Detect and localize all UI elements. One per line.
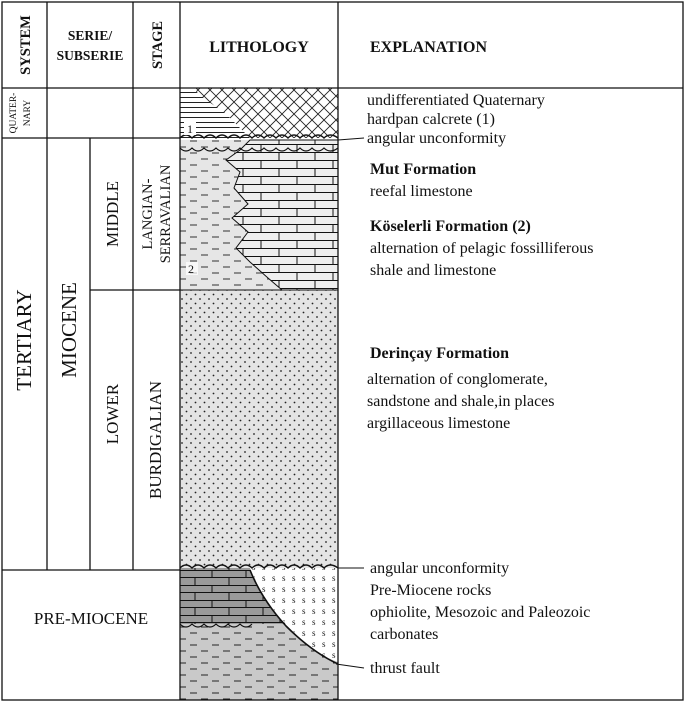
expl-pre-miocene-1: Pre-Miocene rocks <box>370 582 491 599</box>
header-lithology: LITHOLOGY <box>209 39 309 56</box>
ophiolite-fill <box>250 568 338 662</box>
header-system: SYSTEM <box>18 15 34 75</box>
label-burdigalian: BURDIGALIAN <box>146 381 165 499</box>
expl-quaternary-2: hardpan calcrete (1) <box>367 111 495 128</box>
expl-pre-miocene-3: carbonates <box>370 626 438 643</box>
expl-koselerli-desc2: shale and limestone <box>370 262 496 279</box>
expl-pre-miocene-2: ophiolite, Mesozoic and Paleozoic <box>370 604 590 621</box>
unconformity-line-bottom <box>179 564 339 569</box>
expl-koselerli-desc1: alternation of pelagic fossilliferous <box>370 240 593 257</box>
unconformity-line-top <box>179 134 339 139</box>
hardpan-calcrete-fill <box>180 88 250 138</box>
lithology-column <box>180 88 338 700</box>
expl-derincay-title: Derinçay Formation <box>370 345 509 362</box>
expl-mut-title: Mut Formation <box>370 161 476 178</box>
unit-marker-1: 1 <box>187 122 193 136</box>
expl-thrust-fault: thrust fault <box>370 660 440 677</box>
leader-thrust-fault <box>335 663 365 669</box>
expl-derincay-desc1: alternation of conglomerate, <box>367 371 548 388</box>
label-miocene: MIOCENE <box>57 282 81 378</box>
header-serie-line1: SERIE/ <box>68 28 113 43</box>
header-stage: STAGE <box>150 21 166 69</box>
derincay-formation-fill <box>180 290 338 568</box>
unit-marker-2: 2 <box>188 262 194 276</box>
expl-mut-desc: reefal limestone <box>370 183 473 200</box>
label-quaternary-line1: QUATER- <box>9 93 19 134</box>
expl-unconformity-top: angular unconformity <box>367 130 506 147</box>
expl-derincay-desc3: argillaceous limestone <box>367 415 510 432</box>
header-serie-line2: SUBSERIE <box>57 48 124 63</box>
formation-boundary-top <box>179 147 339 152</box>
label-tertiary: TERTIARY <box>12 289 36 390</box>
label-langian-line1: LANGIAN- <box>140 178 156 249</box>
label-middle: MIDDLE <box>103 181 122 247</box>
label-langian-line2: SERRAVALIAN <box>158 164 174 263</box>
expl-quaternary-1: undifferentiated Quaternary <box>367 92 545 109</box>
header-explanation: EXPLANATION <box>370 39 487 56</box>
unconformity-line-pre <box>179 623 253 628</box>
thrust-fault-line <box>249 569 338 665</box>
expl-unconformity-bottom: angular unconformity <box>370 560 509 577</box>
label-pre-miocene: PRE-MIOCENE <box>34 609 148 628</box>
expl-koselerli-title: Köselerli Formation (2) <box>370 218 531 235</box>
leader-unconformity-top <box>337 137 365 141</box>
label-quaternary-line2: NARY <box>23 100 33 127</box>
label-lower: LOWER <box>103 383 122 444</box>
explanation-column: undifferentiated Quaternary hardpan calc… <box>367 92 593 677</box>
expl-derincay-desc2: sandstone and shale,in places <box>367 393 555 410</box>
leader-lines <box>335 137 365 669</box>
